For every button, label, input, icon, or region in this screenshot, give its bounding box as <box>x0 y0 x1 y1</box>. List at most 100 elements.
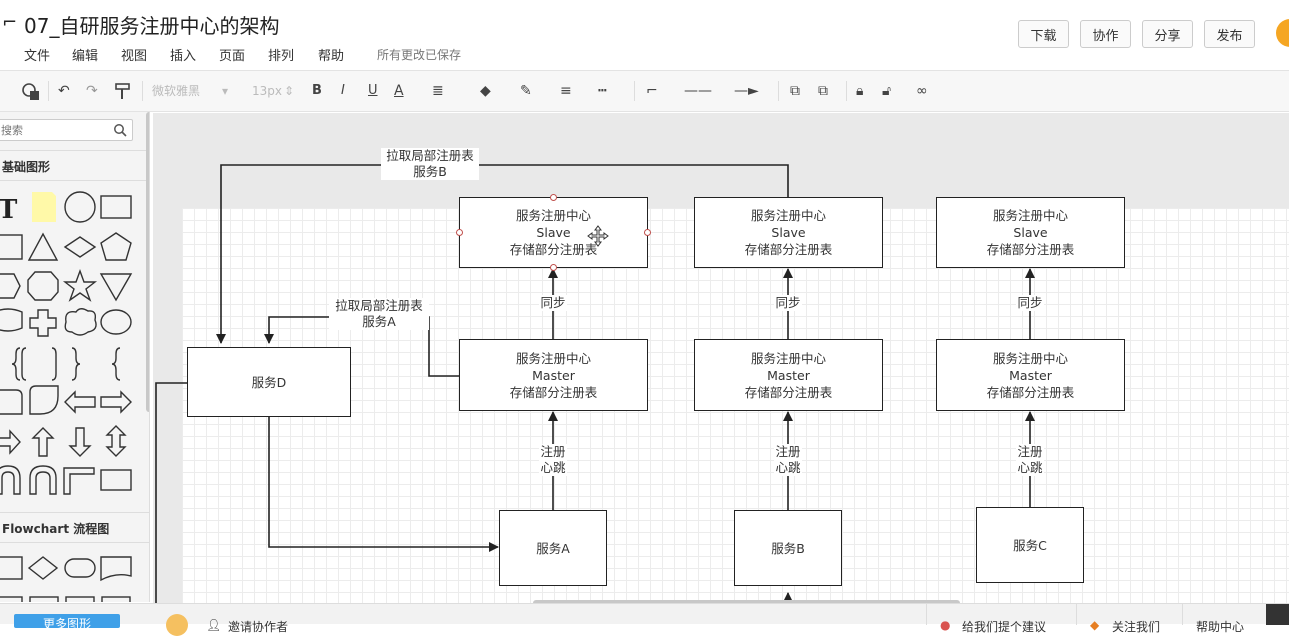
edge-label-line: 心跳 <box>775 460 801 475</box>
underline-button[interactable]: U <box>368 83 378 98</box>
line-color-icon[interactable]: ✎ <box>520 83 532 99</box>
menu-help[interactable]: 帮助 <box>318 49 345 64</box>
basic-shapes-grid[interactable]: T <box>0 188 140 508</box>
font-size-stepper-icon[interactable]: ⇕ <box>284 84 295 98</box>
slave-node-a[interactable]: 服务注册中心 Slave 存储部分注册表 <box>459 197 648 268</box>
service-d-node[interactable]: 服务D <box>187 347 351 417</box>
slave-node-b[interactable]: 服务注册中心 Slave 存储部分注册表 <box>694 197 883 268</box>
format-painter-icon[interactable] <box>115 83 131 101</box>
star-shape-icon <box>62 268 98 302</box>
sync-c-label[interactable]: 同步 <box>1016 295 1044 311</box>
font-color-button[interactable]: A <box>394 83 404 99</box>
rectangle-shape-icon <box>100 195 132 219</box>
selection-handle-left[interactable] <box>456 229 463 236</box>
service-b-node[interactable]: 服务B <box>734 510 842 586</box>
master-node-b[interactable]: 服务注册中心 Master 存储部分注册表 <box>694 339 883 411</box>
bottom-bar: 更多图形 👤︎ 邀请协作者 ● 给我们提个建议 ◆ 关注我们 帮助中心 <box>0 603 1289 636</box>
brace-right-icon <box>71 347 81 381</box>
align-icon[interactable]: ≣ <box>432 83 444 99</box>
slave-node-c[interactable]: 服务注册中心 Slave 存储部分注册表 <box>936 197 1125 268</box>
italic-button[interactable]: I <box>341 83 345 98</box>
redo-icon[interactable]: ↷ <box>86 83 98 99</box>
feedback-icon[interactable]: ● <box>940 618 951 632</box>
register-b-label[interactable]: 注册 心跳 <box>774 444 802 476</box>
node-label: 存储部分注册表 <box>744 242 833 257</box>
follow-icon[interactable]: ◆ <box>1090 618 1100 632</box>
brace-left-icon <box>11 347 21 381</box>
bring-front-icon[interactable]: ⧉ <box>790 83 800 99</box>
master-node-c[interactable]: 服务注册中心 Master 存储部分注册表 <box>936 339 1125 411</box>
more-shapes-button[interactable]: 更多图形 <box>14 614 120 631</box>
sidebar-scrollbar[interactable] <box>146 112 149 412</box>
search-icon[interactable] <box>113 123 127 137</box>
collaborate-button[interactable]: 协作 <box>1080 20 1131 48</box>
connector-type-icon[interactable]: ⌐ <box>646 83 658 99</box>
master-node-a[interactable]: 服务注册中心 Master 存储部分注册表 <box>459 339 648 411</box>
pull-a-label[interactable]: 拉取局部注册表 服务A <box>329 298 429 330</box>
arch-shape-icon <box>0 465 21 495</box>
menu-edit[interactable]: 编辑 <box>72 49 99 64</box>
sync-b-label[interactable]: 同步 <box>774 295 802 311</box>
node-label: 存储部分注册表 <box>986 242 1075 257</box>
link-icon[interactable]: ∞ <box>916 83 928 99</box>
bold-button[interactable]: B <box>312 83 322 98</box>
flow-io-icon <box>0 596 23 602</box>
user-avatar[interactable] <box>166 614 188 636</box>
pull-b-label[interactable]: 拉取局部注册表 服务B <box>381 148 479 180</box>
unlock-icon[interactable]: 🔓︎ <box>882 83 892 99</box>
arrow-updown-shape-icon <box>105 425 127 457</box>
sync-a-label[interactable]: 同步 <box>539 295 567 311</box>
service-c-node[interactable]: 服务C <box>976 507 1084 583</box>
menu-page[interactable]: 页面 <box>219 49 246 64</box>
bracket-left-icon <box>21 347 27 381</box>
lock-icon[interactable]: 🔒︎ <box>856 83 864 99</box>
send-back-icon[interactable]: ⧉ <box>818 83 828 99</box>
back-arrow-icon[interactable]: ⌐ <box>2 12 18 33</box>
register-c-label[interactable]: 注册 心跳 <box>1016 444 1044 476</box>
font-size-select[interactable]: 13px <box>252 84 282 98</box>
arrow-down-shape-icon <box>68 427 92 457</box>
font-family-dropdown-icon[interactable]: ▾ <box>222 84 229 98</box>
follow-link[interactable]: 关注我们 <box>1112 620 1161 634</box>
arrow-right-small-icon <box>0 429 21 455</box>
invite-collaborator-link[interactable]: 邀请协作者 <box>228 620 289 634</box>
hexagon-half-shape-icon <box>0 273 21 299</box>
share-button[interactable]: 分享 <box>1142 20 1193 48</box>
node-label: Master <box>767 367 810 383</box>
selection-handle-top[interactable] <box>550 194 557 201</box>
arrow-left-shape-icon <box>64 390 96 414</box>
panel-toggle-button[interactable] <box>1266 604 1289 625</box>
search-input[interactable] <box>0 120 107 140</box>
help-center-link[interactable]: 帮助中心 <box>1196 620 1245 634</box>
edge-label-line: 注册 <box>540 444 566 459</box>
line-width-icon[interactable]: ≡ <box>560 83 572 99</box>
feedback-link[interactable]: 给我们提个建议 <box>962 620 1047 634</box>
section-flowchart[interactable]: Flowchart 流程图 <box>2 522 110 536</box>
line-style-icon[interactable]: ┅ <box>598 83 607 99</box>
invite-icon[interactable]: 👤︎ <box>206 618 222 632</box>
menu-view[interactable]: 视图 <box>121 49 148 64</box>
menu-arrange[interactable]: 排列 <box>268 49 295 64</box>
font-family-select[interactable]: 微软雅黑 <box>152 84 201 98</box>
flowchart-shapes-grid[interactable] <box>0 552 140 602</box>
service-a-node[interactable]: 服务A <box>499 510 607 586</box>
line-start-icon[interactable]: —— <box>684 83 712 99</box>
publish-button[interactable]: 发布 <box>1204 20 1255 48</box>
menu-insert[interactable]: 插入 <box>170 49 197 64</box>
shape-style-icon[interactable] <box>20 81 42 103</box>
download-button[interactable]: 下载 <box>1018 20 1069 48</box>
fill-color-icon[interactable]: ◆ <box>480 83 491 99</box>
corner-shape-icon <box>63 467 95 495</box>
header: ⌐ 07_自研服务注册中心的架构 文件 编辑 视图 插入 页面 排列 帮助 所有… <box>0 0 1289 70</box>
document-title[interactable]: 07_自研服务注册中心的架构 <box>24 14 280 38</box>
avatar[interactable] <box>1276 19 1289 47</box>
selection-handle-bottom[interactable] <box>550 264 557 271</box>
line-end-arrow-icon[interactable]: —► <box>734 83 759 99</box>
section-basic-shapes[interactable]: 基础图形 <box>2 160 51 174</box>
canvas[interactable]: 服务注册中心 Slave 存储部分注册表 服务注册中心 Slave 存储部分注册… <box>153 113 1289 603</box>
undo-icon[interactable]: ↶ <box>58 83 70 99</box>
cross-shape-icon <box>29 309 57 337</box>
menu-file[interactable]: 文件 <box>24 49 51 64</box>
register-a-label[interactable]: 注册 心跳 <box>539 444 567 476</box>
selection-handle-right[interactable] <box>644 229 651 236</box>
